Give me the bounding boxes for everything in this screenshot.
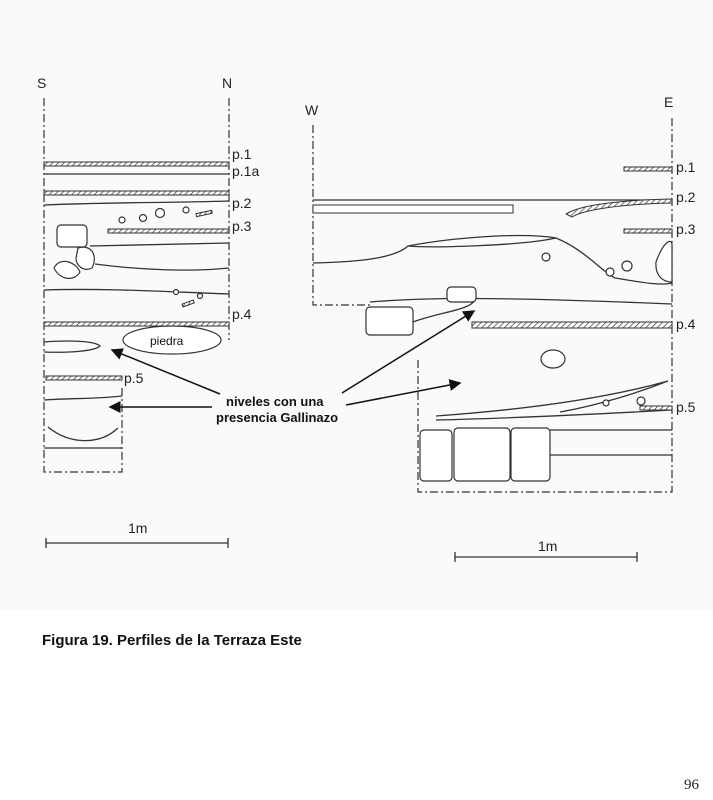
sherd xyxy=(181,299,195,308)
stone-right xyxy=(365,306,414,336)
layer-line-right xyxy=(550,429,672,456)
figure-caption: Figura 19. Perfiles de la Terraza Este xyxy=(42,632,302,649)
floor-p2-left xyxy=(43,190,230,196)
pebble xyxy=(154,207,166,219)
stone-right xyxy=(446,286,477,303)
floor-label-left: p.1 xyxy=(232,146,252,162)
layer-line-right xyxy=(435,380,669,417)
floor-label-right: p.5 xyxy=(676,399,696,415)
lens-layer-left xyxy=(43,340,101,353)
pebble xyxy=(196,292,204,300)
annotation-arrow xyxy=(345,379,462,406)
right-profile-boundary-w xyxy=(312,125,370,306)
floor-p1-left xyxy=(43,161,230,167)
adobe-block xyxy=(453,427,511,482)
floor-label-right: p.4 xyxy=(676,316,696,332)
floor-p2-right-segment xyxy=(564,198,673,218)
layer-line-right xyxy=(435,409,673,421)
left-profile-boundary-s xyxy=(43,98,123,473)
layer-line-right xyxy=(312,234,673,285)
layer-line-right xyxy=(412,299,476,323)
layer-line-left xyxy=(43,288,230,295)
floor-p1-right xyxy=(623,166,673,172)
layer-line-left xyxy=(89,242,230,247)
profile-left: S N piedra p.1 xyxy=(37,75,259,548)
scale-label-right: 1m xyxy=(538,538,557,554)
pit-fill-left xyxy=(47,426,119,442)
layer-line-left xyxy=(94,263,230,271)
floor-label-right: p.1 xyxy=(676,159,696,175)
sherd xyxy=(195,209,213,218)
stone-left xyxy=(75,246,95,270)
pebble xyxy=(605,267,615,277)
annotation-line-1: niveles con una xyxy=(226,394,324,409)
floor-label-right: p.2 xyxy=(676,189,696,205)
pebble xyxy=(118,216,126,224)
annotation-line-2: presencia Gallinazo xyxy=(216,410,338,425)
page-number: 96 xyxy=(684,777,699,793)
pebble xyxy=(182,206,190,214)
profiles-drawing: S N piedra p.1 xyxy=(37,75,696,562)
floor-p4-right xyxy=(471,321,673,329)
annotation-arrow xyxy=(341,310,476,394)
floor-label-left: p.3 xyxy=(232,218,252,234)
lens-layer-right xyxy=(407,237,557,248)
floor-p2-right xyxy=(312,204,514,214)
profile-right: W E p.1 p.2 p.3 xyxy=(305,94,696,562)
stone-left xyxy=(53,260,81,279)
floor-p3-left xyxy=(107,228,230,234)
floor-label-left: p.2 xyxy=(232,195,252,211)
stone-right xyxy=(655,240,673,283)
adobe-block xyxy=(419,429,453,482)
pebble xyxy=(636,396,646,406)
direction-e-label: E xyxy=(664,94,673,110)
pebble xyxy=(138,213,148,223)
pebble xyxy=(172,288,180,296)
floor-label-left: p.1a xyxy=(232,163,259,179)
floor-p5-left xyxy=(45,375,123,381)
stone-right xyxy=(540,349,566,369)
layer-line-left xyxy=(43,395,123,401)
direction-n-label: N xyxy=(222,75,232,91)
pebble xyxy=(621,260,633,272)
adobe-block xyxy=(510,427,551,482)
layer-line-right xyxy=(369,297,673,305)
stone-piedra xyxy=(122,325,222,355)
annotation-background xyxy=(218,392,342,428)
floor-p4-left xyxy=(43,321,230,327)
direction-w-label: W xyxy=(305,102,319,118)
pebble xyxy=(602,399,610,407)
stone-label: piedra xyxy=(150,334,184,348)
scale-bar-left xyxy=(45,538,229,548)
floor-label-right: p.3 xyxy=(676,221,696,237)
floor-p3-right xyxy=(623,228,673,234)
stone-left xyxy=(56,224,88,248)
scale-bar-right xyxy=(454,552,638,562)
annotation-arrow xyxy=(110,348,221,395)
floor-label-left: p.4 xyxy=(232,306,252,322)
floor-p5-right xyxy=(639,405,673,411)
scale-label-left: 1m xyxy=(128,520,147,536)
annotation: niveles con una presencia Gallinazo xyxy=(108,310,476,428)
right-profile-boundary-e xyxy=(417,118,673,493)
direction-s-label: S xyxy=(37,75,46,91)
floor-label-left: p.5 xyxy=(124,370,144,386)
pebble xyxy=(541,252,551,262)
figure-area xyxy=(0,0,713,610)
layer-line-left xyxy=(43,200,230,206)
